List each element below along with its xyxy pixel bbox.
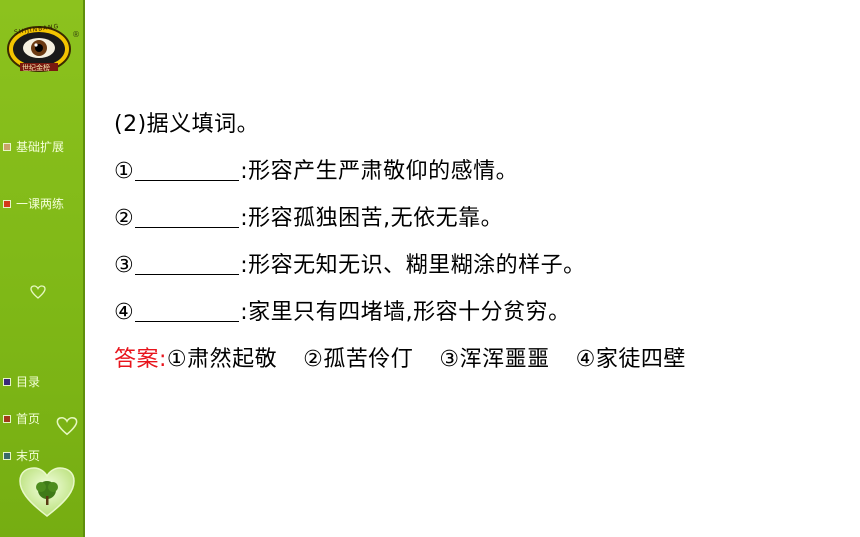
item-marker: ④: [114, 300, 135, 325]
nav-item-home[interactable]: 首页: [3, 410, 40, 427]
logo-subtext: 世纪金榜: [22, 64, 50, 72]
fill-in-item: ② :形容孤独困苦,无依无靠。: [114, 200, 503, 232]
square-bullet-icon: [3, 414, 11, 423]
menu-item-expand[interactable]: 基础扩展: [3, 138, 64, 155]
registered-mark: ®: [72, 30, 80, 39]
item-definition: :形容孤独困苦,无依无靠。: [240, 206, 504, 231]
nav-item-label: 末页: [16, 449, 41, 463]
answer-blank: [135, 207, 240, 228]
item-marker: ③: [114, 253, 135, 278]
answer-blank: [135, 160, 240, 181]
answer-blank: [135, 254, 240, 275]
answer-blank: [135, 301, 240, 322]
square-bullet-icon: [3, 199, 11, 208]
nav-item-contents[interactable]: 目录: [3, 373, 40, 390]
item-definition: :形容产生严肃敬仰的感情。: [240, 159, 519, 184]
fill-in-item: ③ :形容无知无识、糊里糊涂的样子。: [114, 247, 586, 279]
fill-in-item: ① :形容产生严肃敬仰的感情。: [114, 153, 518, 185]
nav-item-label: 目录: [16, 375, 41, 389]
answer-item: ④家徒四壁: [575, 347, 686, 372]
menu-item-label: 基础扩展: [16, 140, 65, 154]
item-definition: :家里只有四堵墙,形容十分贫穷。: [240, 300, 571, 325]
answer-item: ①肃然起敬: [166, 347, 278, 372]
sidebar: SHIJINBANG 世纪金榜 ® 基础扩展 一课两练 目录 首页 末页: [0, 0, 85, 537]
eye-logo-icon: [7, 26, 71, 72]
menu-item-label: 一课两练: [16, 197, 65, 211]
item-marker: ①: [114, 159, 135, 184]
item-marker: ②: [114, 206, 135, 231]
square-bullet-icon: [3, 377, 11, 386]
slide-content: (2)据义填词。 ① :形容产生严肃敬仰的感情。 ② :形容孤独困苦,无依无靠。 ③…: [114, 0, 854, 537]
section-heading: (2)据义填词。: [114, 112, 260, 137]
answer-item: ②孤苦伶仃: [303, 347, 414, 372]
nav-item-label: 首页: [16, 412, 41, 426]
item-definition: :形容无知无识、糊里糊涂的样子。: [240, 253, 586, 278]
nav-item-last-page[interactable]: 末页: [3, 447, 40, 464]
fill-in-item: ④ :家里只有四堵墙,形容十分贫穷。: [114, 294, 571, 326]
answer-label: 答案:: [114, 347, 167, 372]
answer-line: 答案:①肃然起敬 ②孤苦伶仃 ③浑浑噩噩 ④家徒四壁: [114, 341, 686, 373]
heart-outline-icon: [30, 285, 46, 299]
heart-outline-icon: [56, 416, 78, 436]
heart-tree-decoration-icon: [19, 467, 75, 517]
square-bullet-icon: [3, 142, 11, 151]
menu-item-practice[interactable]: 一课两练: [3, 195, 64, 212]
answer-item: ③浑浑噩噩: [439, 347, 550, 372]
square-bullet-icon: [3, 451, 11, 460]
